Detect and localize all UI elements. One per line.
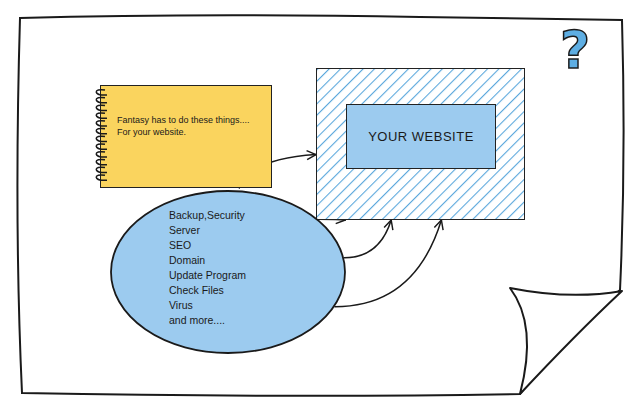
question-mark: ? — [560, 24, 590, 76]
website-panel: YOUR WEBSITE — [346, 104, 496, 169]
paper-curl — [510, 288, 622, 394]
task-item: Check Files — [169, 283, 246, 298]
task-ellipse: Backup,SecurityServerSEODomainUpdate Pro… — [110, 190, 346, 354]
spiral-loop — [96, 113, 107, 118]
spiral-loop — [96, 136, 107, 141]
spiral-loop — [96, 167, 107, 172]
task-item: Virus — [169, 298, 246, 313]
task-item: Backup,Security — [169, 208, 246, 223]
task-item: Update Program — [169, 268, 246, 283]
task-item: Domain — [169, 253, 246, 268]
spiral-loop — [96, 97, 107, 102]
task-item: SEO — [169, 238, 246, 253]
spiral-loop — [96, 128, 107, 133]
note-text: Fantasy has to do these things.... For y… — [101, 86, 271, 138]
arrow-connector — [335, 220, 442, 307]
spiral-loop — [96, 105, 107, 110]
spiral-loop — [96, 90, 107, 95]
task-list: Backup,SecurityServerSEODomainUpdate Pro… — [169, 208, 246, 328]
spiral-loop — [96, 144, 107, 149]
notepad: Fantasy has to do these things.... For y… — [100, 85, 272, 188]
arrow-connector — [344, 220, 391, 258]
website-box: YOUR WEBSITE — [316, 68, 525, 220]
paper-outline — [17, 15, 623, 396]
spiral-loop — [96, 175, 107, 180]
task-item: and more.... — [169, 313, 246, 328]
spiral-loop — [96, 121, 107, 126]
spiral-binding — [89, 81, 119, 194]
spiral-loop — [96, 159, 107, 164]
spiral-loop — [96, 152, 107, 157]
website-label: YOUR WEBSITE — [360, 129, 482, 144]
task-item: Server — [169, 223, 246, 238]
